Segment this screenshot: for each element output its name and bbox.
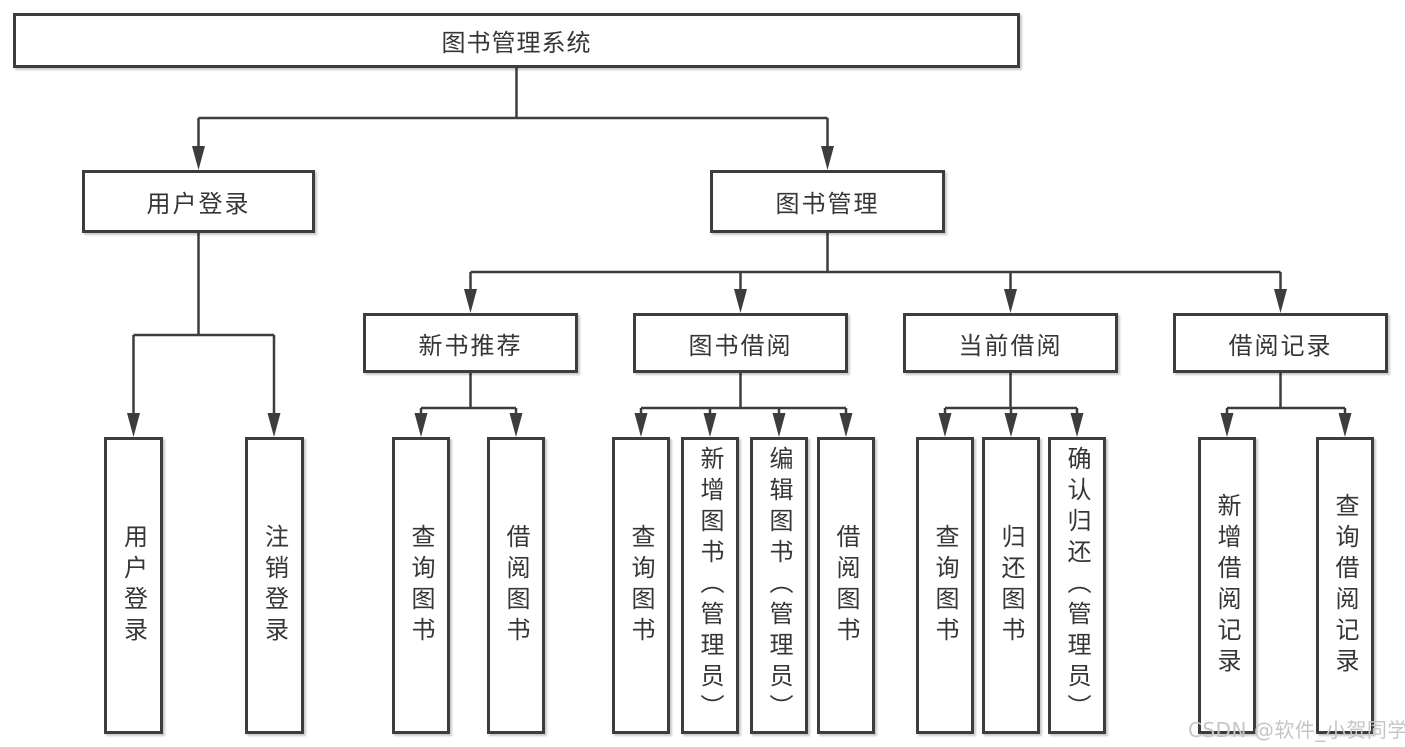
leaf-label: 归还图书 xyxy=(997,523,1025,648)
leaf-label: 借阅图书 xyxy=(502,523,530,648)
node-leaf-borrow-books-1: 借阅图书 xyxy=(487,437,545,734)
node-leaf-query-books-2: 查询图书 xyxy=(612,437,670,734)
node-leaf-logout: 注销登录 xyxy=(245,437,304,734)
node-leaf-user-login: 用户登录 xyxy=(104,437,163,734)
node-leaf-return-books: 归还图书 xyxy=(982,437,1040,734)
leaf-label: 用户登录 xyxy=(119,523,148,648)
leaf-label: 查询图书 xyxy=(627,523,655,648)
node-leaf-query-books-3: 查询图书 xyxy=(916,437,974,734)
arrowheads xyxy=(127,146,1352,437)
leaf-label: 查询图书 xyxy=(407,523,435,648)
tree-edges xyxy=(132,68,1347,417)
node-current-borrowing: 当前借阅 xyxy=(903,313,1118,373)
node-borrowing-records: 借阅记录 xyxy=(1173,313,1388,373)
leaf-label: 新增借阅记录 xyxy=(1213,492,1241,679)
leaf-label: 借阅图书 xyxy=(832,523,860,648)
node-leaf-add-books-admin: 新增图书（管理员） xyxy=(681,437,739,734)
node-leaf-add-borrow-record: 新增借阅记录 xyxy=(1198,437,1256,734)
node-book-management-branch: 图书管理 xyxy=(710,170,945,233)
leaf-label: 确认归还（管理员） xyxy=(1063,446,1091,725)
node-user-login-branch: 用户登录 xyxy=(82,170,315,233)
leaf-label: 查询借阅记录 xyxy=(1331,492,1359,679)
leaf-label: 查询图书 xyxy=(931,523,959,648)
leaf-label: 编辑图书（管理员） xyxy=(765,446,793,725)
node-leaf-query-borrow-record: 查询借阅记录 xyxy=(1316,437,1374,734)
node-leaf-borrow-books-2: 借阅图书 xyxy=(817,437,875,734)
node-leaf-confirm-return-admin: 确认归还（管理员） xyxy=(1048,437,1106,734)
node-new-book-recommendation: 新书推荐 xyxy=(363,313,578,373)
node-leaf-edit-books-admin: 编辑图书（管理员） xyxy=(750,437,808,734)
csdn-watermark: CSDN @软件_小贺同学 xyxy=(1188,718,1405,742)
node-leaf-query-books-1: 查询图书 xyxy=(392,437,450,734)
node-root-system: 图书管理系统 xyxy=(13,13,1020,68)
leaf-label: 新增图书（管理员） xyxy=(696,446,724,725)
leaf-label: 注销登录 xyxy=(260,523,289,648)
node-book-borrowing: 图书借阅 xyxy=(633,313,848,373)
